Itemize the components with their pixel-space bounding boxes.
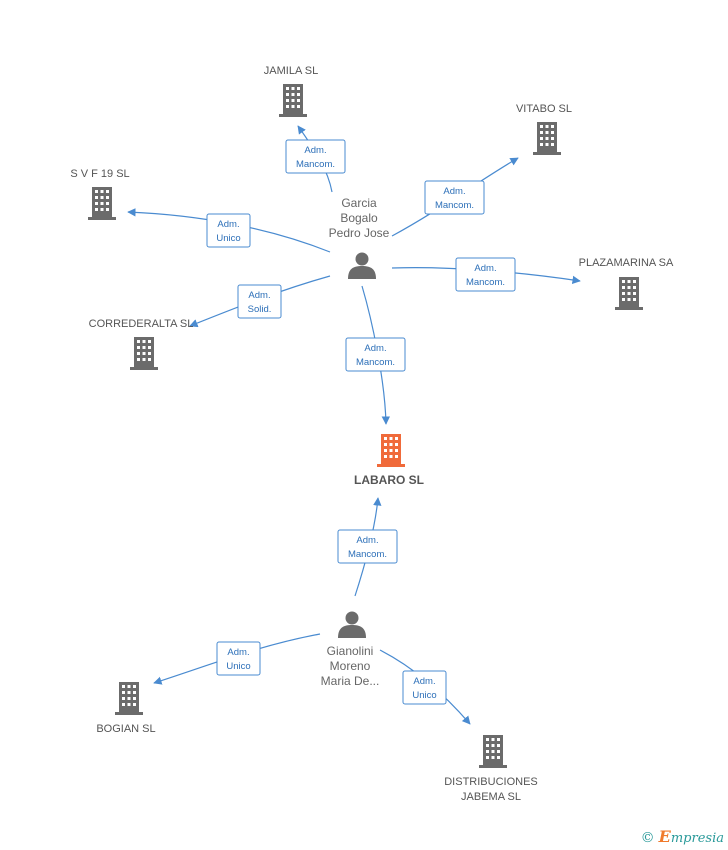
brand-initial: E [658,827,671,846]
edge-label-line-2: Mancom. [356,357,395,368]
company-label: VITABO SL [516,103,572,115]
copyright-icon: © [640,830,655,846]
edge-label-line-2: Unico [412,690,436,701]
edge-label-line-1: Adm. [413,676,435,687]
building-icon [479,735,507,768]
company-label: LABARO SL [354,473,424,487]
company-label-line-2: JABEMA SL [461,791,521,803]
person-label-line-2: Moreno [330,659,371,673]
company-node-labaro[interactable]: LABARO SL [354,434,424,487]
edge-label-line-2: Mancom. [348,549,387,560]
company-label: BOGIAN SL [96,723,155,735]
company-node-jamila[interactable]: JAMILA SL [264,65,318,117]
building-icon [533,122,561,155]
company-node-bogian[interactable]: BOGIAN SL [96,682,156,735]
company-label: S V F 19 SL [70,168,129,180]
edge-label-line-2: Unico [216,233,240,244]
edge-label-line-1: Adm. [304,145,326,156]
company-label: JAMILA SL [264,65,318,77]
edge-label-plazamarina[interactable]: Adm. Mancom. [455,257,516,292]
building-icon [615,277,643,310]
edge-label-bogian[interactable]: Adm. Unico [216,641,261,676]
edge-label-jamila[interactable]: Adm. Mancom. [285,139,346,174]
person-label-line-1: Garcia [341,196,377,210]
person-icon [348,252,376,279]
edge-label-line-1: Adm. [364,343,386,354]
edge-label-correderalta[interactable]: Adm. Solid. [237,284,282,319]
company-node-correderalta[interactable]: CORREDERALTA SL [89,318,194,370]
edge-label-line-1: Adm. [217,219,239,230]
edge-label-line-1: Adm. [248,290,270,301]
company-node-svf19[interactable]: S V F 19 SL [70,168,130,220]
edge-label-svf19[interactable]: Adm. Unico [206,213,251,248]
company-label: CORREDERALTA SL [89,318,194,330]
edge-label-line-2: Mancom. [466,277,505,288]
person-label-line-2: Bogalo [340,211,378,225]
edge-label-line-2: Mancom. [435,200,474,211]
building-icon [377,434,405,467]
edge-label-line-1: Adm. [443,186,465,197]
company-label-line-1: DISTRIBUCIONES [444,776,538,788]
person-label-line-3: Pedro Jose [329,226,390,240]
edge-label-line-2: Unico [226,661,250,672]
building-icon [115,682,143,715]
person-node-garcia[interactable]: Garcia Bogalo Pedro Jose [329,196,390,279]
edge-label-line-2: Mancom. [296,159,335,170]
edge-label-vitabo[interactable]: Adm. Mancom. [424,180,485,215]
building-icon [279,84,307,117]
person-node-gianolini[interactable]: Gianolini Moreno Maria De... [321,611,380,689]
person-label-line-3: Maria De... [321,674,380,688]
building-icon [130,337,158,370]
empresia-watermark[interactable]: ©Empresia [641,827,724,846]
edge-label-labaro-1[interactable]: Adm. Mancom. [345,337,406,372]
edge-label-line-1: Adm. [227,647,249,658]
company-node-plazamarina[interactable]: PLAZAMARINA SA [579,257,674,310]
person-label-line-1: Gianolini [327,644,374,658]
company-label: PLAZAMARINA SA [579,257,674,269]
edge-label-line-1: Adm. [474,263,496,274]
company-node-vitabo[interactable]: VITABO SL [516,103,572,155]
building-icon [88,187,116,220]
edge-label-labaro-2[interactable]: Adm. Mancom. [337,529,398,564]
edge-label-line-1: Adm. [356,535,378,546]
edge-label-distribuciones[interactable]: Adm. Unico [402,670,447,705]
person-icon [338,611,366,638]
edge-label-line-2: Solid. [248,304,272,315]
brand-name: mpresia [670,831,724,846]
company-node-distribuciones[interactable]: DISTRIBUCIONES JABEMA SL [444,735,538,803]
